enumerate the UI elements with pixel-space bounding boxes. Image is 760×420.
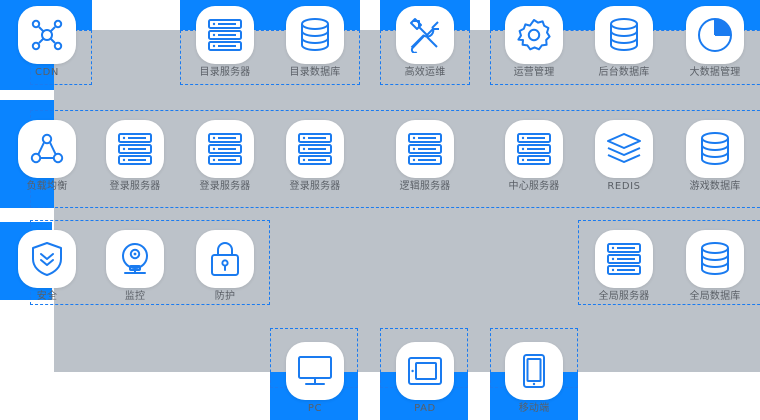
- node-load-balancer-icon[interactable]: 负载均衡: [18, 120, 76, 193]
- stacked-layers-icon[interactable]: [595, 120, 653, 178]
- database-cylinder-icon[interactable]: [686, 120, 744, 178]
- node-pc[interactable]: PC: [286, 342, 344, 415]
- gear-settings-icon[interactable]: [505, 6, 563, 64]
- tablet-device-icon[interactable]: [396, 342, 454, 400]
- node-label: 登录服务器: [289, 181, 341, 192]
- node-shield-security-icon[interactable]: 安全: [18, 230, 76, 303]
- tools-wrench-icon[interactable]: [396, 6, 454, 64]
- node-label: 全局服务器: [598, 291, 650, 302]
- node-label: 大数据管理: [689, 67, 741, 78]
- node-label: 游戏数据库: [689, 181, 741, 192]
- group-directory: [180, 30, 360, 85]
- server-rack-icon[interactable]: [595, 230, 653, 288]
- database-cylinder-icon[interactable]: [286, 6, 344, 64]
- server-rack-icon[interactable]: [196, 6, 254, 64]
- database-cylinder-icon[interactable]: [595, 6, 653, 64]
- node-label: 全局数据库: [689, 291, 741, 302]
- node-cdn[interactable]: CDN: [18, 6, 76, 79]
- node-server-rack-icon[interactable]: 逻辑服务器: [396, 120, 454, 193]
- lock-protection-icon[interactable]: [196, 230, 254, 288]
- camera-monitor-icon[interactable]: [106, 230, 164, 288]
- desktop-monitor-icon[interactable]: [286, 342, 344, 400]
- node-label: PAD: [414, 403, 436, 414]
- node-label: 移动端: [518, 403, 550, 414]
- node-label: 登录服务器: [199, 181, 251, 192]
- node-server-rack-icon[interactable]: 目录服务器: [196, 6, 254, 79]
- node-tools-wrench-icon[interactable]: 高效运维: [396, 6, 454, 79]
- database-cylinder-icon[interactable]: [686, 230, 744, 288]
- node-redis[interactable]: REDIS: [595, 120, 653, 193]
- node-server-rack-icon[interactable]: 登录服务器: [286, 120, 344, 193]
- node-label: 后台数据库: [598, 67, 650, 78]
- architecture-panel: [54, 30, 760, 372]
- cdn-network-icon[interactable]: [18, 6, 76, 64]
- node-lock-protection-icon[interactable]: 防护: [196, 230, 254, 303]
- server-rack-icon[interactable]: [396, 120, 454, 178]
- node-label: 监控: [124, 291, 146, 302]
- server-rack-icon[interactable]: [196, 120, 254, 178]
- node-server-rack-icon[interactable]: 登录服务器: [106, 120, 164, 193]
- node-label: 安全: [36, 291, 58, 302]
- node-camera-monitor-icon[interactable]: 监控: [106, 230, 164, 303]
- server-rack-icon[interactable]: [286, 120, 344, 178]
- node-label: 目录数据库: [289, 67, 341, 78]
- node-label: CDN: [35, 67, 59, 78]
- node-label: 目录服务器: [199, 67, 251, 78]
- node-database-cylinder-icon[interactable]: 全局数据库: [686, 230, 744, 303]
- node-label: 登录服务器: [109, 181, 161, 192]
- mobile-phone-icon[interactable]: [505, 342, 563, 400]
- node-label: 高效运维: [404, 67, 446, 78]
- node-label: 运营管理: [513, 67, 555, 78]
- node-label: 负载均衡: [26, 181, 68, 192]
- node-label: 中心服务器: [508, 181, 560, 192]
- node-label: 逻辑服务器: [399, 181, 451, 192]
- node-label: PC: [307, 403, 323, 414]
- node-pie-chart-icon[interactable]: 大数据管理: [686, 6, 744, 79]
- node-pad[interactable]: PAD: [396, 342, 454, 415]
- node-server-rack-icon[interactable]: 登录服务器: [196, 120, 254, 193]
- load-balancer-icon[interactable]: [18, 120, 76, 178]
- node-label: 防护: [214, 291, 236, 302]
- server-rack-icon[interactable]: [505, 120, 563, 178]
- node-server-rack-icon[interactable]: 全局服务器: [595, 230, 653, 303]
- node-database-cylinder-icon[interactable]: 目录数据库: [286, 6, 344, 79]
- node-database-cylinder-icon[interactable]: 后台数据库: [595, 6, 653, 79]
- shield-security-icon[interactable]: [18, 230, 76, 288]
- group-global: [578, 220, 760, 305]
- node-gear-settings-icon[interactable]: 运营管理: [505, 6, 563, 79]
- node-server-rack-icon[interactable]: 中心服务器: [505, 120, 563, 193]
- pie-chart-icon[interactable]: [686, 6, 744, 64]
- node-label: REDIS: [607, 181, 641, 192]
- server-rack-icon[interactable]: [106, 120, 164, 178]
- node-database-cylinder-icon[interactable]: 游戏数据库: [686, 120, 744, 193]
- node-mobile-phone-icon[interactable]: 移动端: [505, 342, 563, 415]
